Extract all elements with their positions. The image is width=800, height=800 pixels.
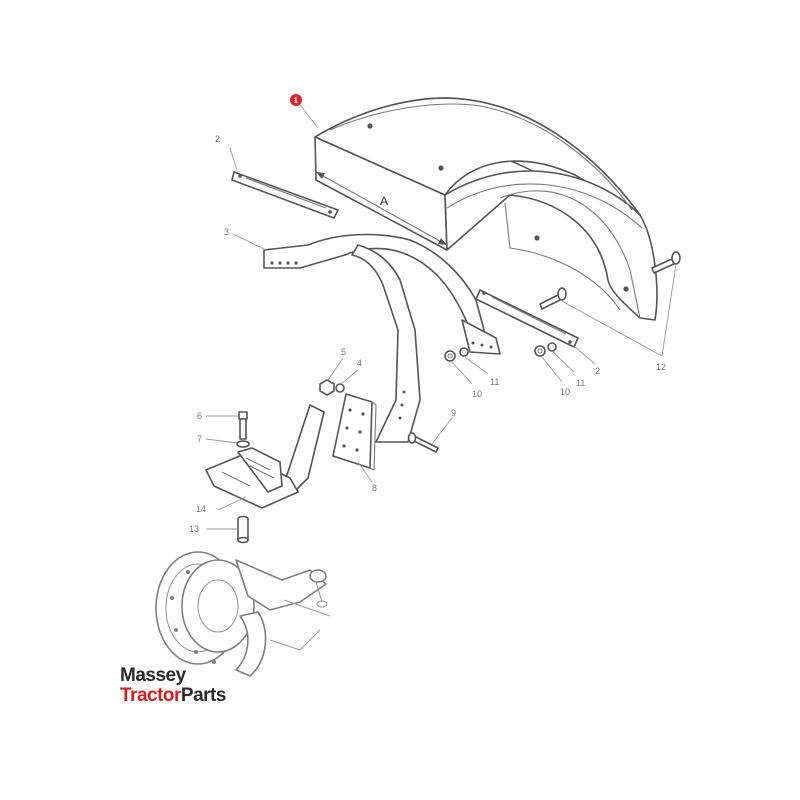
callout-12: 12 xyxy=(656,362,666,372)
logo-tractor: Tractor xyxy=(120,685,181,706)
callout-1-label: 1 xyxy=(294,96,299,105)
nut-washer-part-4-5[interactable]: 5 4 xyxy=(319,347,362,396)
callout-2-right: 2 xyxy=(595,366,600,376)
dimension-a-label: A xyxy=(380,194,388,208)
callout-2-left: 2 xyxy=(215,134,220,144)
callout-9: 9 xyxy=(451,408,456,418)
dimension-a: A xyxy=(315,171,448,246)
nut-washer-right-group[interactable]: 10 11 10 11 xyxy=(444,342,585,399)
callout-3: 3 xyxy=(224,227,229,237)
massey-tractor-parts-logo: Massey TractorParts xyxy=(120,666,226,705)
callout-11-right: 11 xyxy=(576,378,585,388)
pin-part-13[interactable]: 13 xyxy=(189,515,249,544)
callout-10-right: 10 xyxy=(560,387,570,397)
callout-11-left: 11 xyxy=(490,377,499,387)
callout-4: 4 xyxy=(357,358,362,368)
callout-14: 14 xyxy=(196,504,206,514)
logo-parts: Parts xyxy=(180,685,227,706)
logo-line-1: Massey xyxy=(120,665,186,686)
callout-8: 8 xyxy=(372,483,377,493)
mounting-bracket-part-14[interactable]: 14 xyxy=(196,404,325,514)
mudguard-part-1[interactable] xyxy=(314,97,658,321)
logo-line-2: TractorParts xyxy=(120,686,226,705)
callout-6: 6 xyxy=(197,411,202,421)
callout-1-badge[interactable]: 1 xyxy=(290,94,319,129)
callout-7: 7 xyxy=(197,434,202,444)
callout-13: 13 xyxy=(189,524,199,534)
callout-5: 5 xyxy=(341,347,346,357)
wheel-hub-assembly xyxy=(155,551,331,677)
spacer-plate-part-8[interactable]: 8 xyxy=(332,393,377,493)
bolt-part-9[interactable]: 9 xyxy=(407,408,457,453)
bolt-part-12[interactable]: 12 xyxy=(539,251,681,372)
strap-part-2-left[interactable]: 2 xyxy=(215,134,339,219)
bolt-washer-part-6-7[interactable]: 6 7 xyxy=(197,411,250,448)
strap-part-2-right[interactable]: 2 xyxy=(475,289,600,376)
callout-10-left: 10 xyxy=(472,389,482,399)
support-bracket-part-3[interactable]: 3 xyxy=(224,227,501,443)
